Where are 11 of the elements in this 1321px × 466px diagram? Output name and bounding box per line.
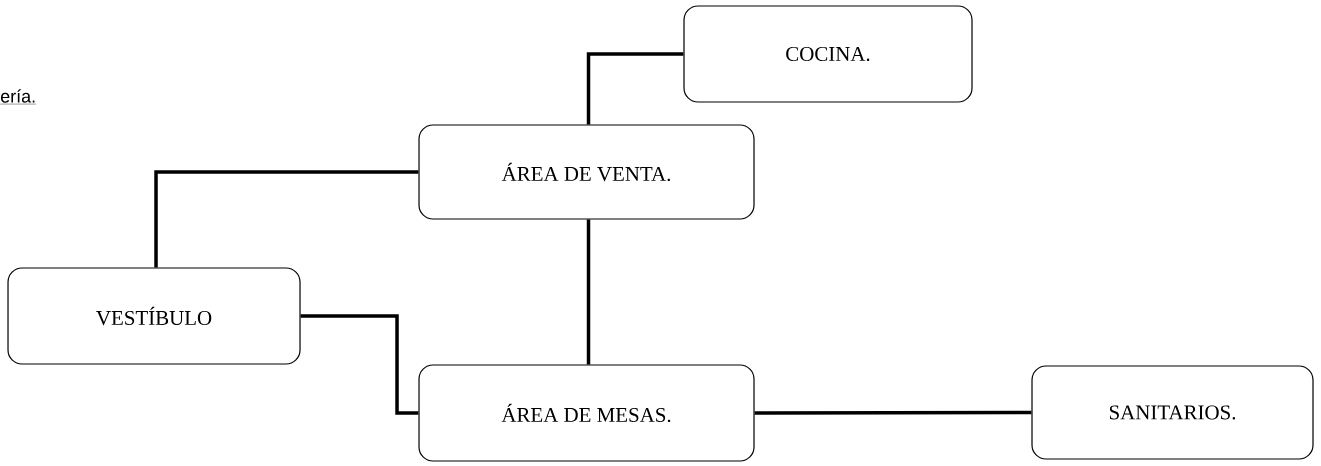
place-box: ÁREA DE MESAS.	[418, 364, 755, 462]
place-box: COCINA.	[683, 5, 973, 103]
underlined-text: ería.	[0, 89, 37, 105]
connector-line	[300, 314, 419, 415]
connector-line	[754, 410, 1032, 415]
place-box: VESTÍBULO	[7, 267, 301, 365]
place-box: SANITARIOS.	[1031, 365, 1314, 460]
connector-line	[586, 52, 684, 125]
connector-line	[586, 219, 591, 365]
connector-line	[154, 170, 419, 268]
place-box: ÁREA DE VENTA.	[418, 124, 755, 220]
